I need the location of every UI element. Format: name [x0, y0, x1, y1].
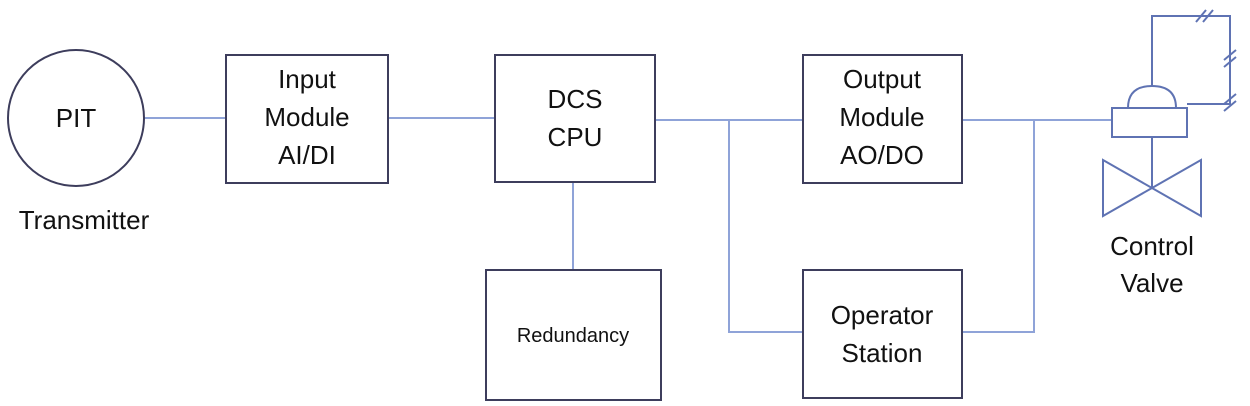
actuator-dome-icon [1126, 84, 1178, 109]
input-module-line-3: AI/DI [278, 140, 336, 170]
input-module-line-1: Input [278, 64, 337, 94]
wire-bus-to-operator-station [728, 120, 803, 333]
signal-break-mark-6 [1223, 100, 1237, 112]
output-module: Output Module AO/DO [802, 54, 963, 184]
signal-break-mark-4 [1223, 56, 1237, 68]
redundancy-box [485, 269, 662, 401]
pit-label: PIT [56, 103, 97, 133]
dcs-cpu-line-1: DCS [548, 84, 603, 114]
signal-break-mark-2 [1202, 9, 1214, 23]
output-module-line-1: Output [843, 64, 922, 94]
connectors [145, 117, 1112, 333]
redundancy-label: Redundancy [517, 325, 629, 347]
control-valve-line-2: Valve [1120, 268, 1183, 298]
dcs-cpu-box [494, 54, 656, 183]
output-module-box [802, 54, 963, 184]
output-module-line-2: Module [839, 102, 924, 132]
operator-station-box [802, 269, 963, 399]
operator-station-line-1: Operator [831, 300, 934, 330]
input-module-box [225, 54, 389, 184]
pit-circle [7, 49, 145, 187]
input-module: Input Module AI/DI [225, 54, 389, 184]
valve-positioner [1111, 107, 1188, 138]
control-valve: Control Valve [1102, 9, 1237, 298]
signal-break-mark-1 [1195, 9, 1207, 23]
pit-caption: Transmitter [19, 205, 150, 235]
dcs-cpu: DCS CPU [494, 54, 656, 183]
input-module-line-2: Module [264, 102, 349, 132]
signal-break-mark-5 [1223, 93, 1237, 105]
dcs-cpu-line-2: CPU [548, 122, 603, 152]
wire-operator-station-to-bus [962, 120, 1035, 333]
pit-transmitter: PIT Transmitter [7, 49, 150, 235]
redundancy: Redundancy [485, 269, 662, 401]
control-valve-line-1: Control [1110, 231, 1194, 261]
valve-body-icon [1102, 158, 1202, 218]
operator-station-line-2: Station [842, 338, 923, 368]
output-module-line-3: AO/DO [840, 140, 924, 170]
operator-station: Operator Station [802, 269, 963, 399]
signal-break-mark-3 [1223, 49, 1237, 61]
valve-signal-line [1151, 15, 1231, 105]
